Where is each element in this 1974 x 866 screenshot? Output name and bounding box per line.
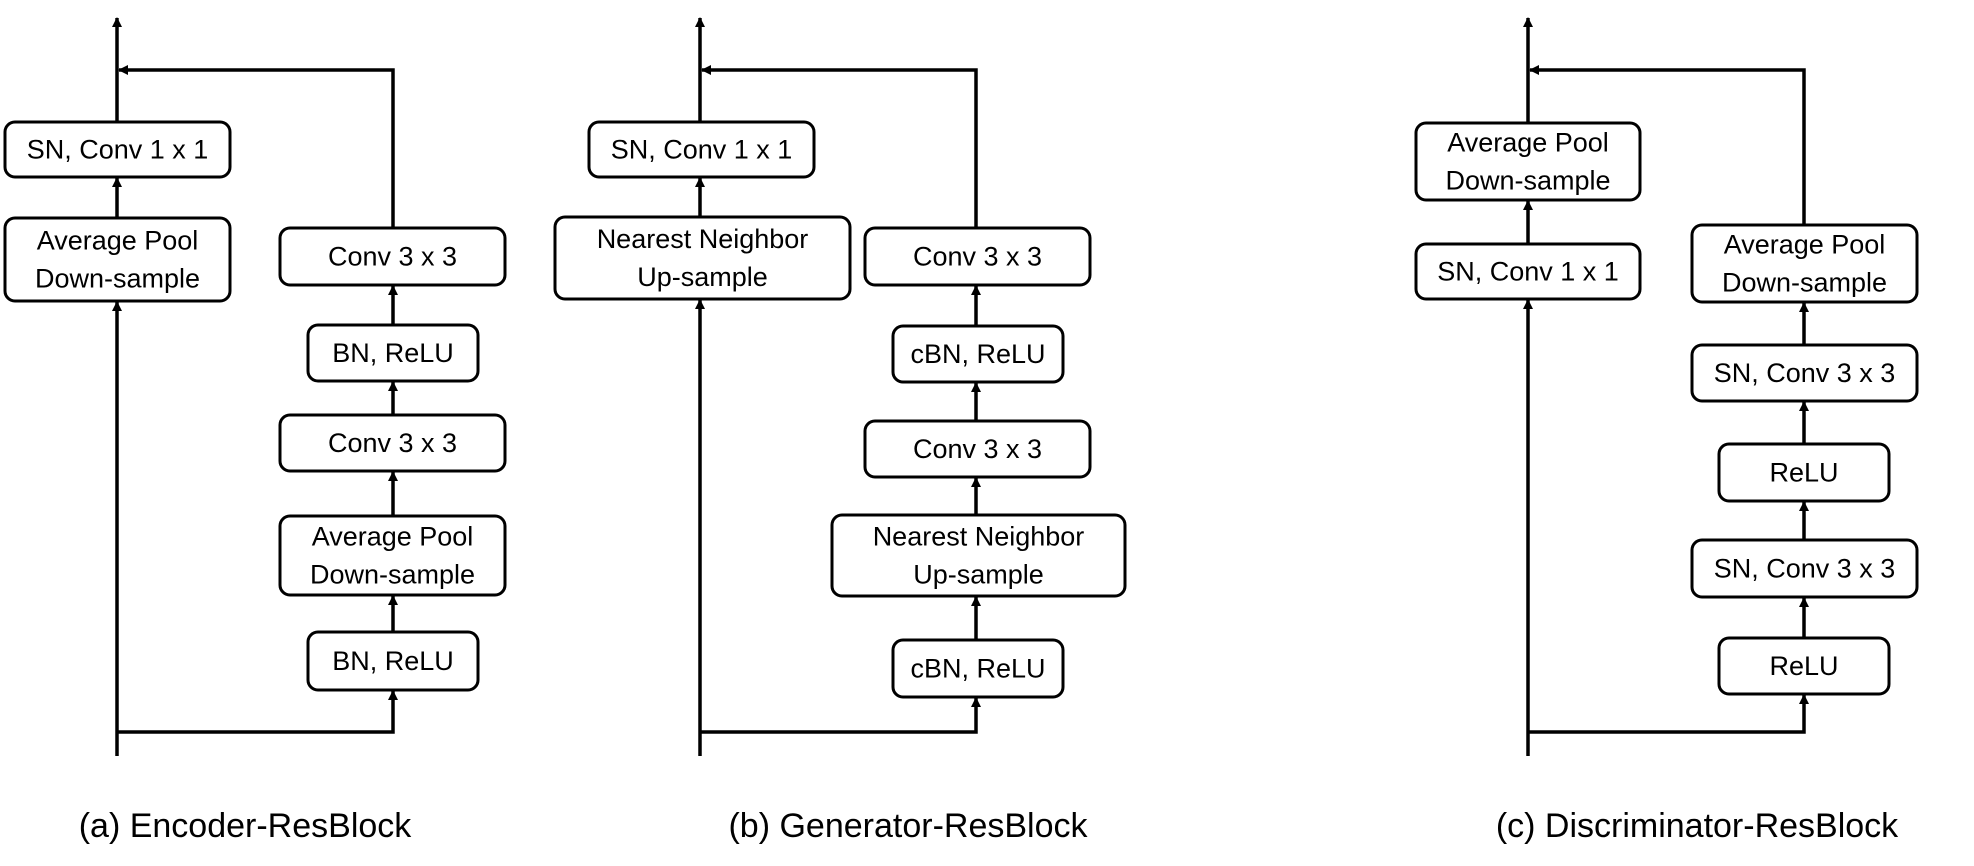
box-label: Nearest Neighbor [597,224,809,254]
panel-caption: (c) Discriminator-ResBlock [1496,807,1899,845]
box-label: Down-sample [310,560,475,590]
box-label: Down-sample [1722,268,1887,298]
box-label: ReLU [1769,651,1838,681]
residual-box: Conv 3 x 3 [278,226,507,287]
branch-arrow [700,697,981,734]
box-label: Up-sample [637,262,768,292]
box-label: BN, ReLU [332,646,454,676]
box-label: Down-sample [35,264,200,294]
branch-arrow [117,690,398,734]
box-label: cBN, ReLU [910,654,1045,684]
box-label: cBN, ReLU [910,339,1045,369]
residual-box: Conv 3 x 3 [863,226,1092,287]
residual-box: cBN, ReLU [891,324,1065,384]
residual-box: BN, ReLU [306,323,480,383]
box-label: SN, Conv 3 x 3 [1714,358,1896,388]
residual-box: Conv 3 x 3 [863,419,1092,479]
box-label: Average Pool [312,522,474,552]
box-label: Conv 3 x 3 [913,242,1042,272]
box-label: SN, Conv 1 x 1 [27,135,209,165]
box-label: BN, ReLU [332,338,454,368]
box-label: SN, Conv 3 x 3 [1714,554,1896,584]
branch-arrow [1528,694,1809,734]
residual-box: BN, ReLU [306,630,480,692]
residual-box: Conv 3 x 3 [278,413,507,473]
box-label: Average Pool [37,226,199,256]
box-label: Average Pool [1724,230,1886,260]
residual-box: ReLU [1717,442,1891,503]
merge-arrow [118,65,395,228]
panel-caption: (b) Generator-ResBlock [728,807,1088,845]
residual-box: ReLU [1717,636,1891,696]
box-label: SN, Conv 1 x 1 [611,135,793,165]
panel-caption: (a) Encoder-ResBlock [79,807,413,845]
box-label: Average Pool [1447,128,1609,158]
residual-box: SN, Conv 3 x 3 [1690,538,1919,599]
merge-arrow [1529,65,1806,225]
residual-box: SN, Conv 3 x 3 [1690,343,1919,403]
box-label: ReLU [1769,458,1838,488]
box-label: Conv 3 x 3 [328,428,457,458]
skip-box: SN, Conv 1 x 1 [1414,242,1642,301]
box-label: SN, Conv 1 x 1 [1437,257,1619,287]
box-label: Up-sample [913,560,1044,590]
skip-box: SN, Conv 1 x 1 [587,120,816,179]
box-label: Conv 3 x 3 [328,242,457,272]
skip-box: SN, Conv 1 x 1 [3,120,232,179]
residual-box: cBN, ReLU [891,638,1065,699]
box-label: Down-sample [1445,166,1610,196]
box-label: Nearest Neighbor [873,522,1085,552]
merge-arrow [701,65,978,228]
box-label: Conv 3 x 3 [913,434,1042,464]
